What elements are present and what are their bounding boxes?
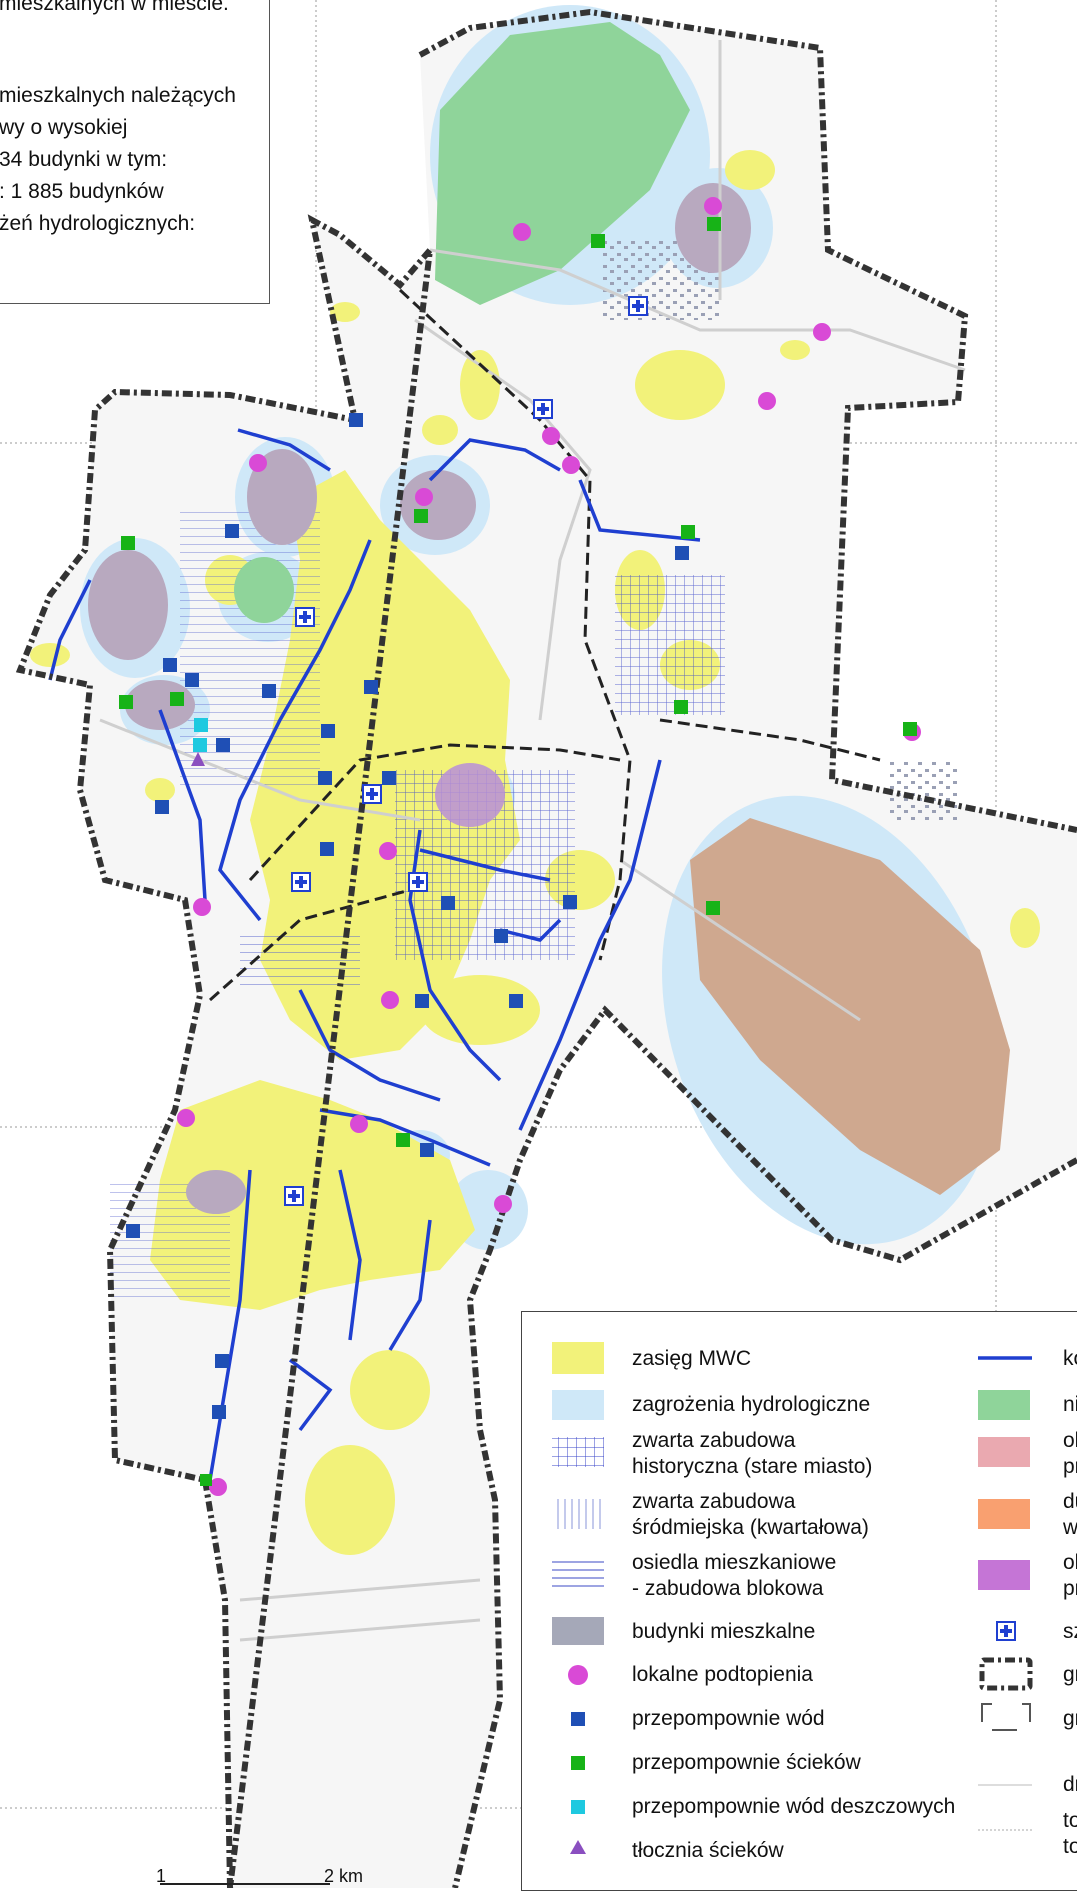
green-area-small xyxy=(234,557,294,623)
green-area-symbol xyxy=(978,1390,1030,1420)
legend-symbols xyxy=(552,1342,1033,1854)
legend-label: gr xyxy=(1063,1707,1077,1730)
legend-label: to to xyxy=(1063,1809,1077,1858)
legend-label: przepompownie wód xyxy=(632,1707,825,1730)
violet-area xyxy=(435,763,505,827)
vertical-hatch-symbol xyxy=(552,1499,604,1529)
city-boundary-line xyxy=(15,8,1077,1888)
info-box: mieszkalnych w mieście. mieszkalnych nal… xyxy=(0,0,270,304)
info-line: mieszkalnych w mieście. xyxy=(0,0,229,15)
info-line: : 1 885 budynków xyxy=(0,180,164,203)
legend-label: gr xyxy=(1063,1663,1077,1686)
legend-label: sz xyxy=(1063,1620,1077,1643)
info-line: 34 budynki w tym: xyxy=(0,148,168,171)
legend-label: przepompownie ścieków xyxy=(632,1751,861,1774)
dashed-boundary-symbol xyxy=(981,1703,1031,1731)
legend-label: zasięg MWC xyxy=(632,1347,752,1370)
yellow-area-symbol xyxy=(552,1342,604,1374)
gray-area-symbol xyxy=(552,1617,604,1645)
legend-label: ko xyxy=(1063,1347,1077,1370)
legend-label: ol pr xyxy=(1063,1551,1077,1600)
legend-label: ni xyxy=(1063,1393,1077,1416)
legend-label: du w xyxy=(1063,1490,1077,1539)
grid-hatch-symbol xyxy=(552,1437,604,1467)
legend-label: osiedla mieszkaniowe - zabudowa blokowa xyxy=(632,1551,837,1600)
legend-label: budynki mieszkalne xyxy=(632,1620,816,1643)
flood-points xyxy=(177,197,921,1496)
legend-label: dr xyxy=(1063,1773,1077,1796)
hospital-icons xyxy=(284,296,648,1206)
brown-area xyxy=(690,818,1010,1195)
tlocznia-symbol xyxy=(191,752,205,766)
roads xyxy=(99,40,966,1642)
orange-area-symbol xyxy=(978,1499,1030,1529)
info-line: wy o wysokiej xyxy=(0,116,128,139)
sewage-pumps xyxy=(119,217,917,1486)
info-line: mieszkalnych należących xyxy=(0,84,236,107)
scale-label-2km: 2 km xyxy=(324,1866,364,1886)
magenta-circle-symbol xyxy=(568,1665,588,1685)
info-line: żeń hydrologicznych: xyxy=(0,212,196,235)
violet-area-symbol xyxy=(978,1560,1030,1590)
purple-triangle-symbol xyxy=(570,1840,586,1854)
cyan-square-symbol xyxy=(571,1800,585,1814)
legend-label: ol pr xyxy=(1063,1429,1077,1478)
horizontal-hatch-symbol xyxy=(552,1560,604,1590)
green-square-symbol xyxy=(571,1756,585,1770)
lightblue-area-symbol xyxy=(552,1390,604,1420)
legend-label: lokalne podtopienia xyxy=(632,1663,813,1686)
legend-label: zwarta zabudowa śródmiejska (kwartałowa) xyxy=(632,1490,869,1539)
legend-label: tłocznia ścieków xyxy=(632,1839,784,1862)
legend-label: przepompownie wód deszczowych xyxy=(632,1795,956,1818)
water-pumps xyxy=(126,413,689,1419)
rain-pumps xyxy=(193,718,208,752)
scale-label-1: 1 xyxy=(156,1866,167,1886)
legend-label: zwarta zabudowa historyczna (stare miast… xyxy=(632,1429,873,1478)
hospital-cross-symbol xyxy=(996,1621,1016,1641)
city-boundary-symbol xyxy=(979,1657,1033,1691)
pink-area-symbol xyxy=(978,1437,1030,1467)
blue-square-symbol xyxy=(571,1712,585,1726)
map-legend: zasięg MWC zagrożenia hydrologiczne zwar… xyxy=(521,1311,1077,1891)
canals xyxy=(48,428,701,1481)
legend-label: zagrożenia hydrologiczne xyxy=(632,1393,871,1416)
green-area xyxy=(435,22,690,305)
railway xyxy=(209,288,881,1002)
